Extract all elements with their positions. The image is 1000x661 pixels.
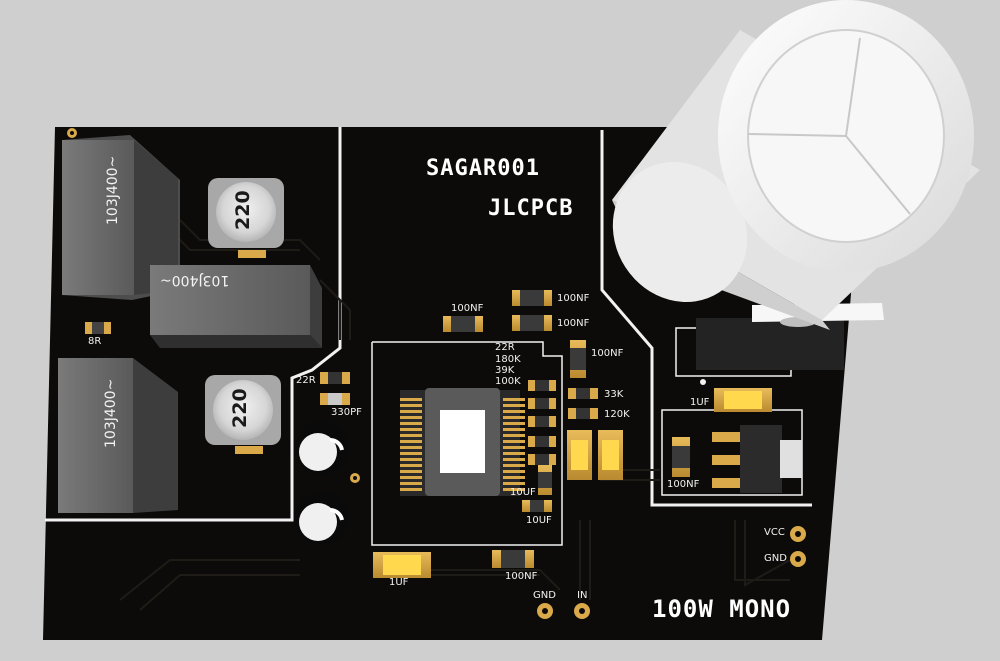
silk-100nf-bottom: 100NF <box>505 571 538 582</box>
silk-8r: 8R <box>88 336 102 347</box>
brand-top-text: SAGAR001 <box>426 156 540 181</box>
silk-gnd: GND <box>764 553 787 564</box>
voltage-regulator <box>712 425 802 493</box>
film-cap-2-label: 103J400~ <box>160 272 230 288</box>
silk-100nf-top-left: 100NF <box>451 303 484 314</box>
test-pads <box>537 379 806 619</box>
silk-100nf-top-right-2: 100NF <box>557 318 590 329</box>
silk-in: IN <box>577 590 588 601</box>
silk-1uf-bottom: 1UF <box>389 577 409 588</box>
bulk-capacitor <box>612 0 980 330</box>
silk-180k: 180K <box>495 354 521 365</box>
product-label: 100W MONO <box>652 595 792 623</box>
silk-100k: 100K <box>495 376 521 387</box>
smd-passives <box>85 290 772 578</box>
silk-33k: 33K <box>604 389 624 400</box>
silk-22r: 22R <box>495 342 515 353</box>
film-cap-3-label: 103J400~ <box>103 378 119 448</box>
inductor-1 <box>208 178 284 258</box>
inductor-1-label: 220 <box>232 190 254 230</box>
film-cap-1-label: 103J400~ <box>105 155 121 225</box>
silk-gnd-in: GND <box>533 590 556 601</box>
silk-100nf-reg: 100NF <box>667 479 700 490</box>
silk-vcc: VCC <box>764 527 785 538</box>
silk-120k: 120K <box>604 409 630 420</box>
silk-1uf-right: 1UF <box>690 397 710 408</box>
brand-bottom-text: JLCPCB <box>488 196 574 221</box>
film-capacitor-2 <box>150 265 322 348</box>
silk-divider-right <box>600 130 812 507</box>
silk-amp-box <box>371 341 563 546</box>
inductor-2-label: 220 <box>229 388 251 428</box>
amplifier-ic <box>400 388 525 496</box>
silk-22r-left: 22R <box>296 375 316 386</box>
silk-10uf-b: 10UF <box>526 515 552 526</box>
electrolytic-capacitor-1 <box>295 421 349 475</box>
silk-39k: 39K <box>495 365 515 376</box>
silk-100nf-right: 100NF <box>591 348 624 359</box>
electrolytic-capacitor-2 <box>295 491 349 545</box>
silk-330pf: 330PF <box>331 407 362 418</box>
silk-100nf-top-right-1: 100NF <box>557 293 590 304</box>
film-capacitor-3 <box>58 358 178 513</box>
silk-10uf-a: 10UF <box>510 487 536 498</box>
inductor-2 <box>205 375 281 454</box>
film-capacitor-1 <box>62 135 180 300</box>
